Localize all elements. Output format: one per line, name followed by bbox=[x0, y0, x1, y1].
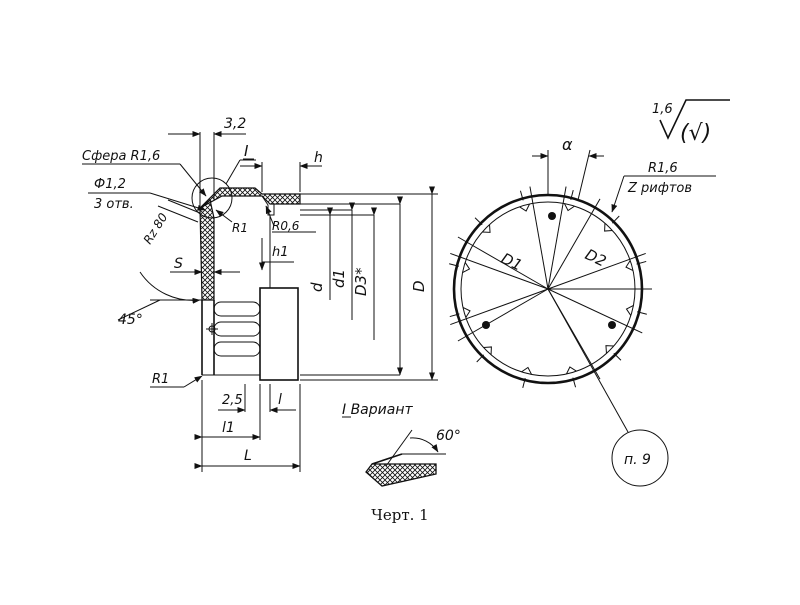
center-ray bbox=[457, 236, 549, 290]
dim-h1: h1 bbox=[272, 245, 289, 260]
center-ray bbox=[457, 288, 549, 342]
rib-notch bbox=[521, 366, 533, 375]
center-ray bbox=[450, 288, 549, 326]
variant-title: I Вариант bbox=[342, 402, 413, 418]
section-mark: I bbox=[244, 142, 249, 160]
rib-notch bbox=[625, 260, 634, 272]
body-block bbox=[259, 287, 299, 381]
dim-l1: l1 bbox=[222, 420, 235, 436]
rz-label: Rz 80 bbox=[141, 210, 171, 246]
rib-radius: R1,6 bbox=[648, 161, 678, 176]
rib-tick bbox=[637, 311, 647, 315]
rib-notch bbox=[605, 345, 614, 354]
rib-notch bbox=[604, 223, 613, 232]
radius-r1-top: R1 bbox=[232, 221, 248, 235]
note-text: п. 9 bbox=[624, 452, 651, 468]
dim-d1: d1 bbox=[330, 269, 348, 288]
variant-detail: I Вариант 60° bbox=[342, 402, 461, 487]
dim-h: h bbox=[314, 150, 323, 166]
center-ray bbox=[547, 198, 601, 290]
ribs bbox=[449, 190, 647, 388]
angle-alpha: α bbox=[562, 135, 573, 154]
dim-2-5: 2,5 bbox=[222, 393, 243, 408]
angle-45: 45° bbox=[118, 312, 143, 328]
rib-notch bbox=[462, 262, 471, 274]
rib-tick bbox=[572, 377, 577, 388]
rib-notch bbox=[462, 306, 471, 318]
center-lines bbox=[450, 186, 652, 380]
dim-d: d bbox=[308, 282, 326, 292]
rib-notch bbox=[625, 304, 634, 316]
rib-notch bbox=[565, 366, 577, 375]
rib-tick bbox=[611, 215, 620, 224]
dim-d3: D3* bbox=[352, 267, 370, 296]
front-view: α R1,6 Z рифтов D1 D2 п. 9 bbox=[449, 135, 716, 487]
rib-tick bbox=[449, 313, 460, 318]
radius-r1-bottom: R1 bbox=[152, 372, 169, 387]
roughness-bracket: (√) bbox=[680, 121, 711, 146]
hole-diameter: Ф1,2 bbox=[94, 177, 126, 192]
center-ray bbox=[547, 252, 646, 290]
dim-D2: D2 bbox=[582, 245, 609, 270]
hole-count: 3 отв. bbox=[94, 197, 134, 212]
sphere-label: Сфера R1,6 bbox=[82, 149, 160, 164]
rib-tick bbox=[474, 217, 483, 226]
rib-notch bbox=[483, 346, 492, 355]
rib-notch bbox=[482, 224, 491, 233]
dim-D: D bbox=[410, 280, 428, 292]
rib-tick bbox=[449, 263, 459, 267]
variant-angle: 60° bbox=[436, 428, 461, 444]
section-circle bbox=[191, 177, 233, 219]
rib-tick bbox=[522, 378, 526, 388]
dim-L: L bbox=[244, 448, 252, 464]
rib-tick bbox=[570, 190, 574, 200]
rib-notch bbox=[519, 203, 531, 212]
rib-count: Z рифтов bbox=[627, 181, 692, 196]
note-bubble bbox=[611, 429, 669, 487]
rib-tick bbox=[636, 260, 647, 265]
radius-r0-6: R0,6 bbox=[272, 219, 300, 233]
side-view: d d1 D3* D 3,2 h I Сфера R1,6 Ф1,2 3 отв… bbox=[82, 116, 438, 472]
rib-notch bbox=[563, 203, 575, 212]
rib-tick bbox=[476, 354, 485, 363]
dim-D1: D1 bbox=[498, 249, 525, 274]
dim-s: S bbox=[174, 256, 183, 272]
roughness-symbol: 1,6 (√) bbox=[652, 99, 730, 146]
center-ray bbox=[450, 252, 549, 290]
rib-tick bbox=[519, 190, 524, 201]
shell-top-section bbox=[199, 187, 301, 209]
center-ray bbox=[547, 288, 643, 334]
rib-tick bbox=[613, 352, 622, 361]
dim-3-2: 3,2 bbox=[224, 116, 246, 132]
dim-l: l bbox=[278, 392, 282, 408]
center-ray bbox=[547, 186, 567, 290]
figure-caption: Черт. 1 bbox=[371, 506, 429, 524]
roughness-value: 1,6 bbox=[652, 102, 673, 117]
center-ray bbox=[529, 186, 549, 290]
